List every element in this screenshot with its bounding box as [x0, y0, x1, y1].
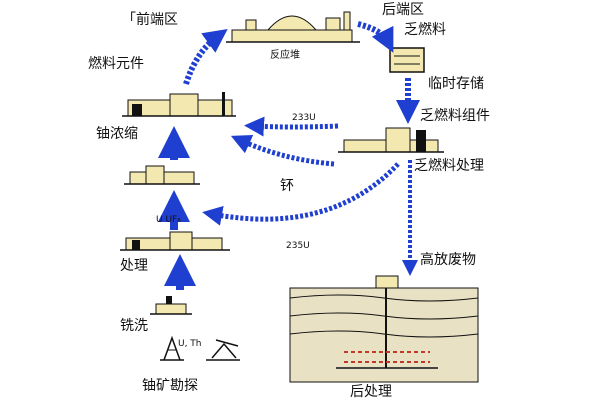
mining-rig-icon [160, 335, 184, 361]
temporary-storage-label: 临时存储 [428, 76, 484, 92]
post-processing-label: 后处理 [350, 384, 392, 400]
front-end-label: 「前端区 [122, 11, 178, 28]
arrow-u233-return [244, 116, 339, 137]
u-uf6-label: U UF₆ [156, 215, 181, 225]
spent-fuel-label: 乏燃料 [404, 21, 446, 38]
spent-fuel-processing-label: 乏燃料处理 [414, 157, 484, 174]
arrow-u235-return [202, 162, 400, 226]
uranium-enrichment-label: 铀浓缩 [96, 126, 138, 142]
repository-section-icon [289, 275, 479, 383]
temporary-storage-icon [389, 47, 425, 73]
spent-fuel-assembly-label: 乏燃料组件 [420, 107, 490, 124]
reactor-label: 反应堆 [270, 48, 300, 61]
processing-label: 处理 [120, 258, 148, 274]
u-th-label: U, Th [178, 339, 202, 349]
mill-facility-icon [150, 296, 192, 315]
u235-label: 235U [286, 241, 310, 251]
plutonium-label: 钚 [280, 178, 294, 194]
processing-plant-icon [120, 231, 230, 251]
reactor-facility-icon [226, 11, 360, 43]
u233-label: 233U [292, 113, 316, 123]
arrow-plutonium-return [230, 135, 335, 167]
conversion-plant-icon [124, 165, 200, 185]
back-end-label: 后端区 [382, 2, 424, 18]
pump-jack-icon [206, 339, 240, 361]
uranium-exploration-label: 铀矿勘探 [142, 378, 198, 394]
arrow-reactor-to-storage [357, 21, 394, 53]
milling-label: 铣洗 [120, 318, 148, 334]
enrichment-plant-icon [122, 92, 236, 117]
fuel-element-label: 燃料元件 [88, 55, 144, 72]
arrow-fuel-to-reactor [183, 28, 228, 85]
reprocessing-plant-icon [338, 127, 444, 153]
high-level-waste-label: 高放废物 [420, 251, 476, 268]
flow-arrows [158, 21, 420, 290]
